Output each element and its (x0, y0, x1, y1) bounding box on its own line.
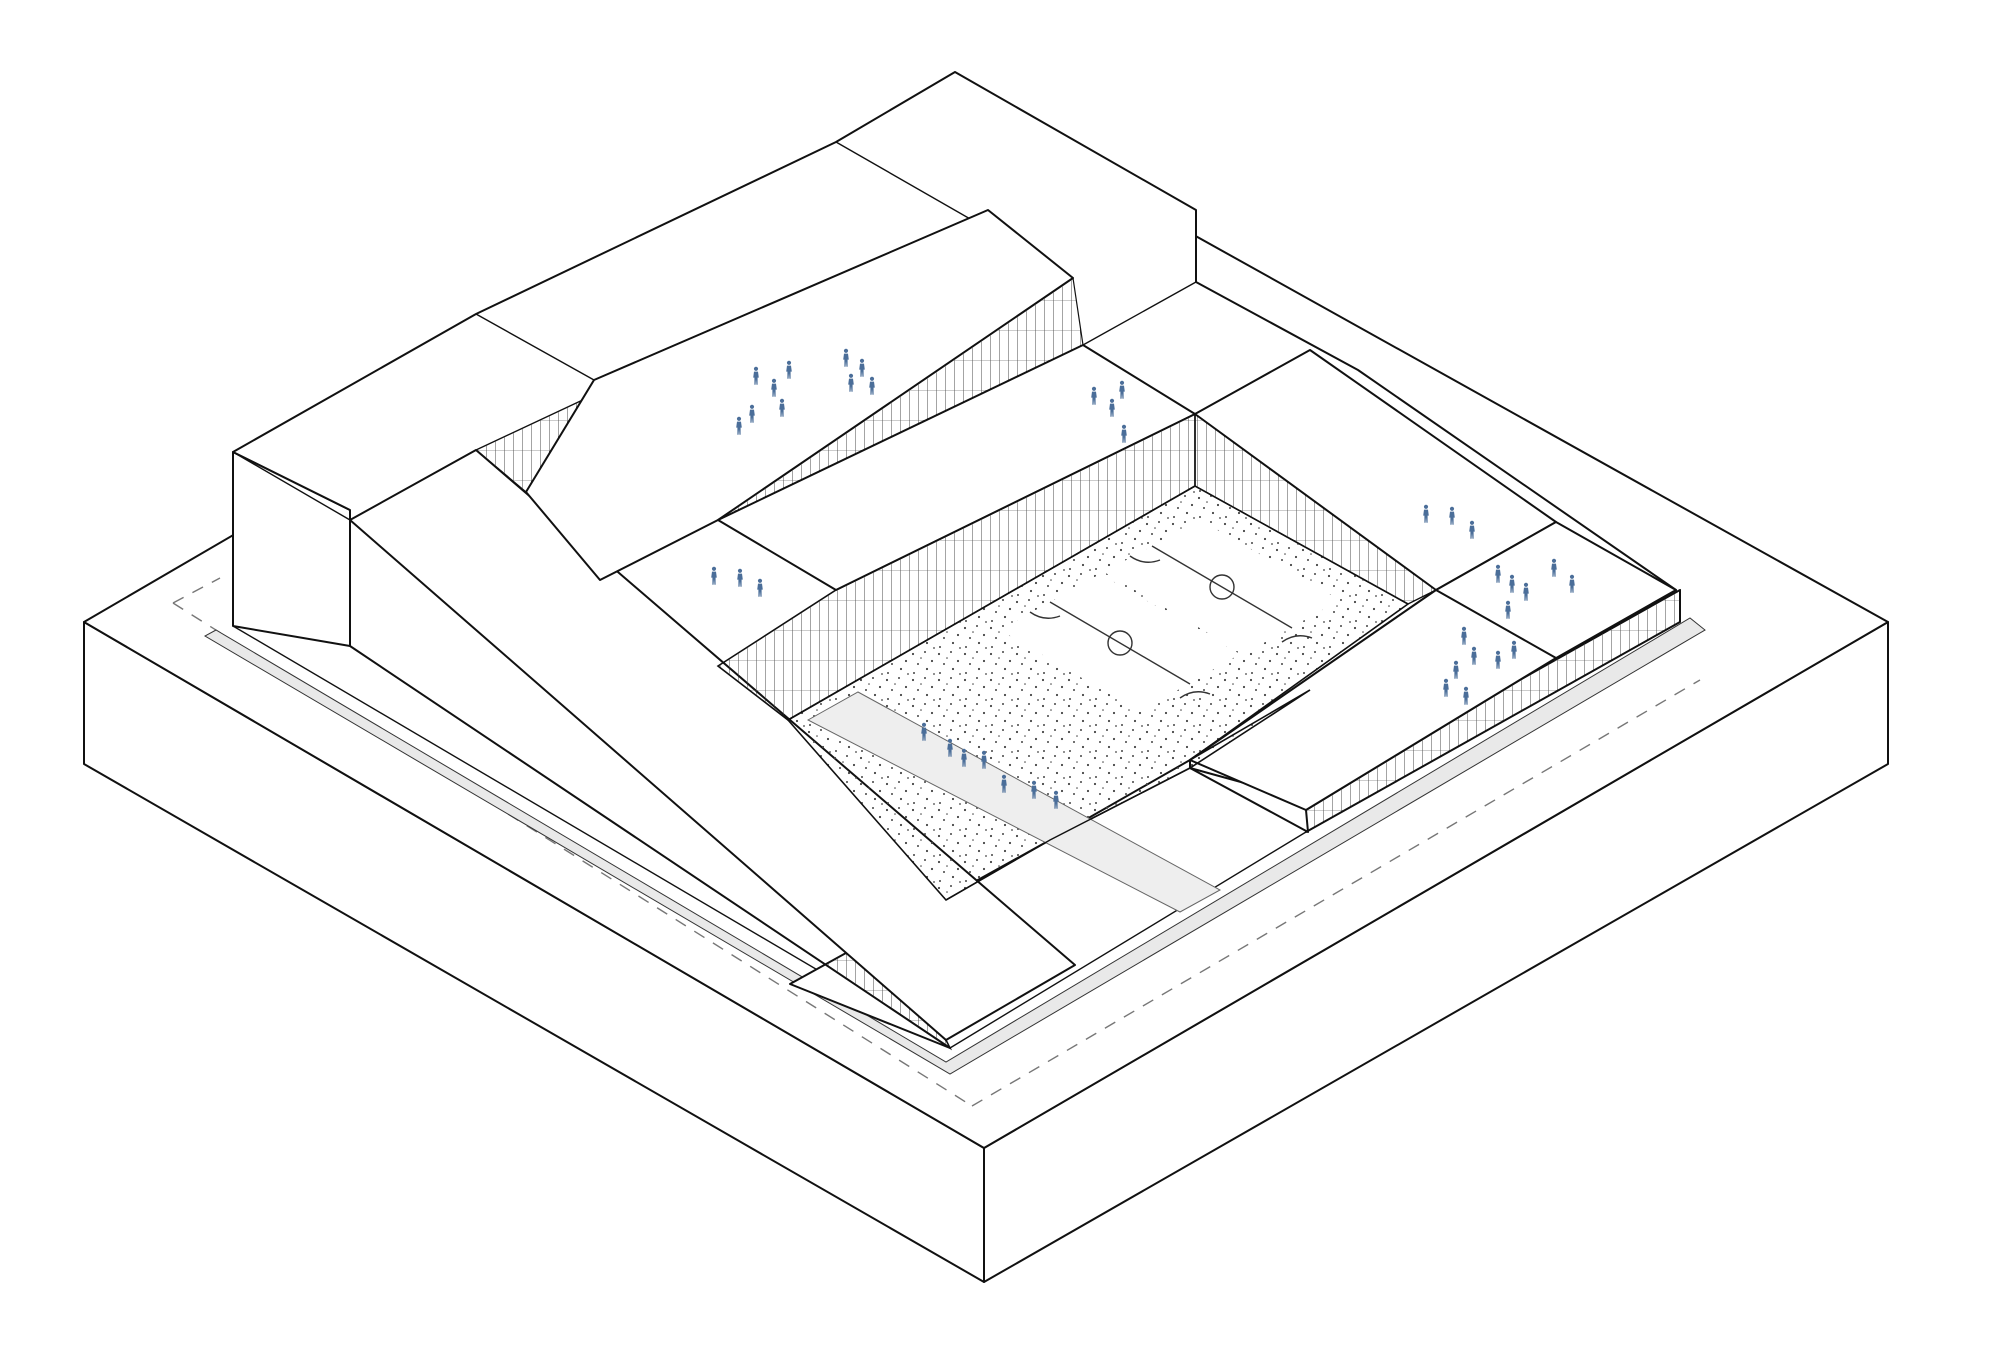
courtyard (786, 485, 1410, 913)
basketball-court-1 (1000, 574, 1240, 712)
basketball-court-2 (1104, 520, 1340, 654)
southeast-wing (1189, 589, 1557, 811)
ramp-slab-west (349, 449, 1076, 1041)
courtyard-edge (945, 767, 1191, 901)
pedestrian-walkway (806, 691, 1222, 913)
building-mass (232, 71, 1681, 1051)
sidewalk-strip (203, 617, 1706, 1075)
